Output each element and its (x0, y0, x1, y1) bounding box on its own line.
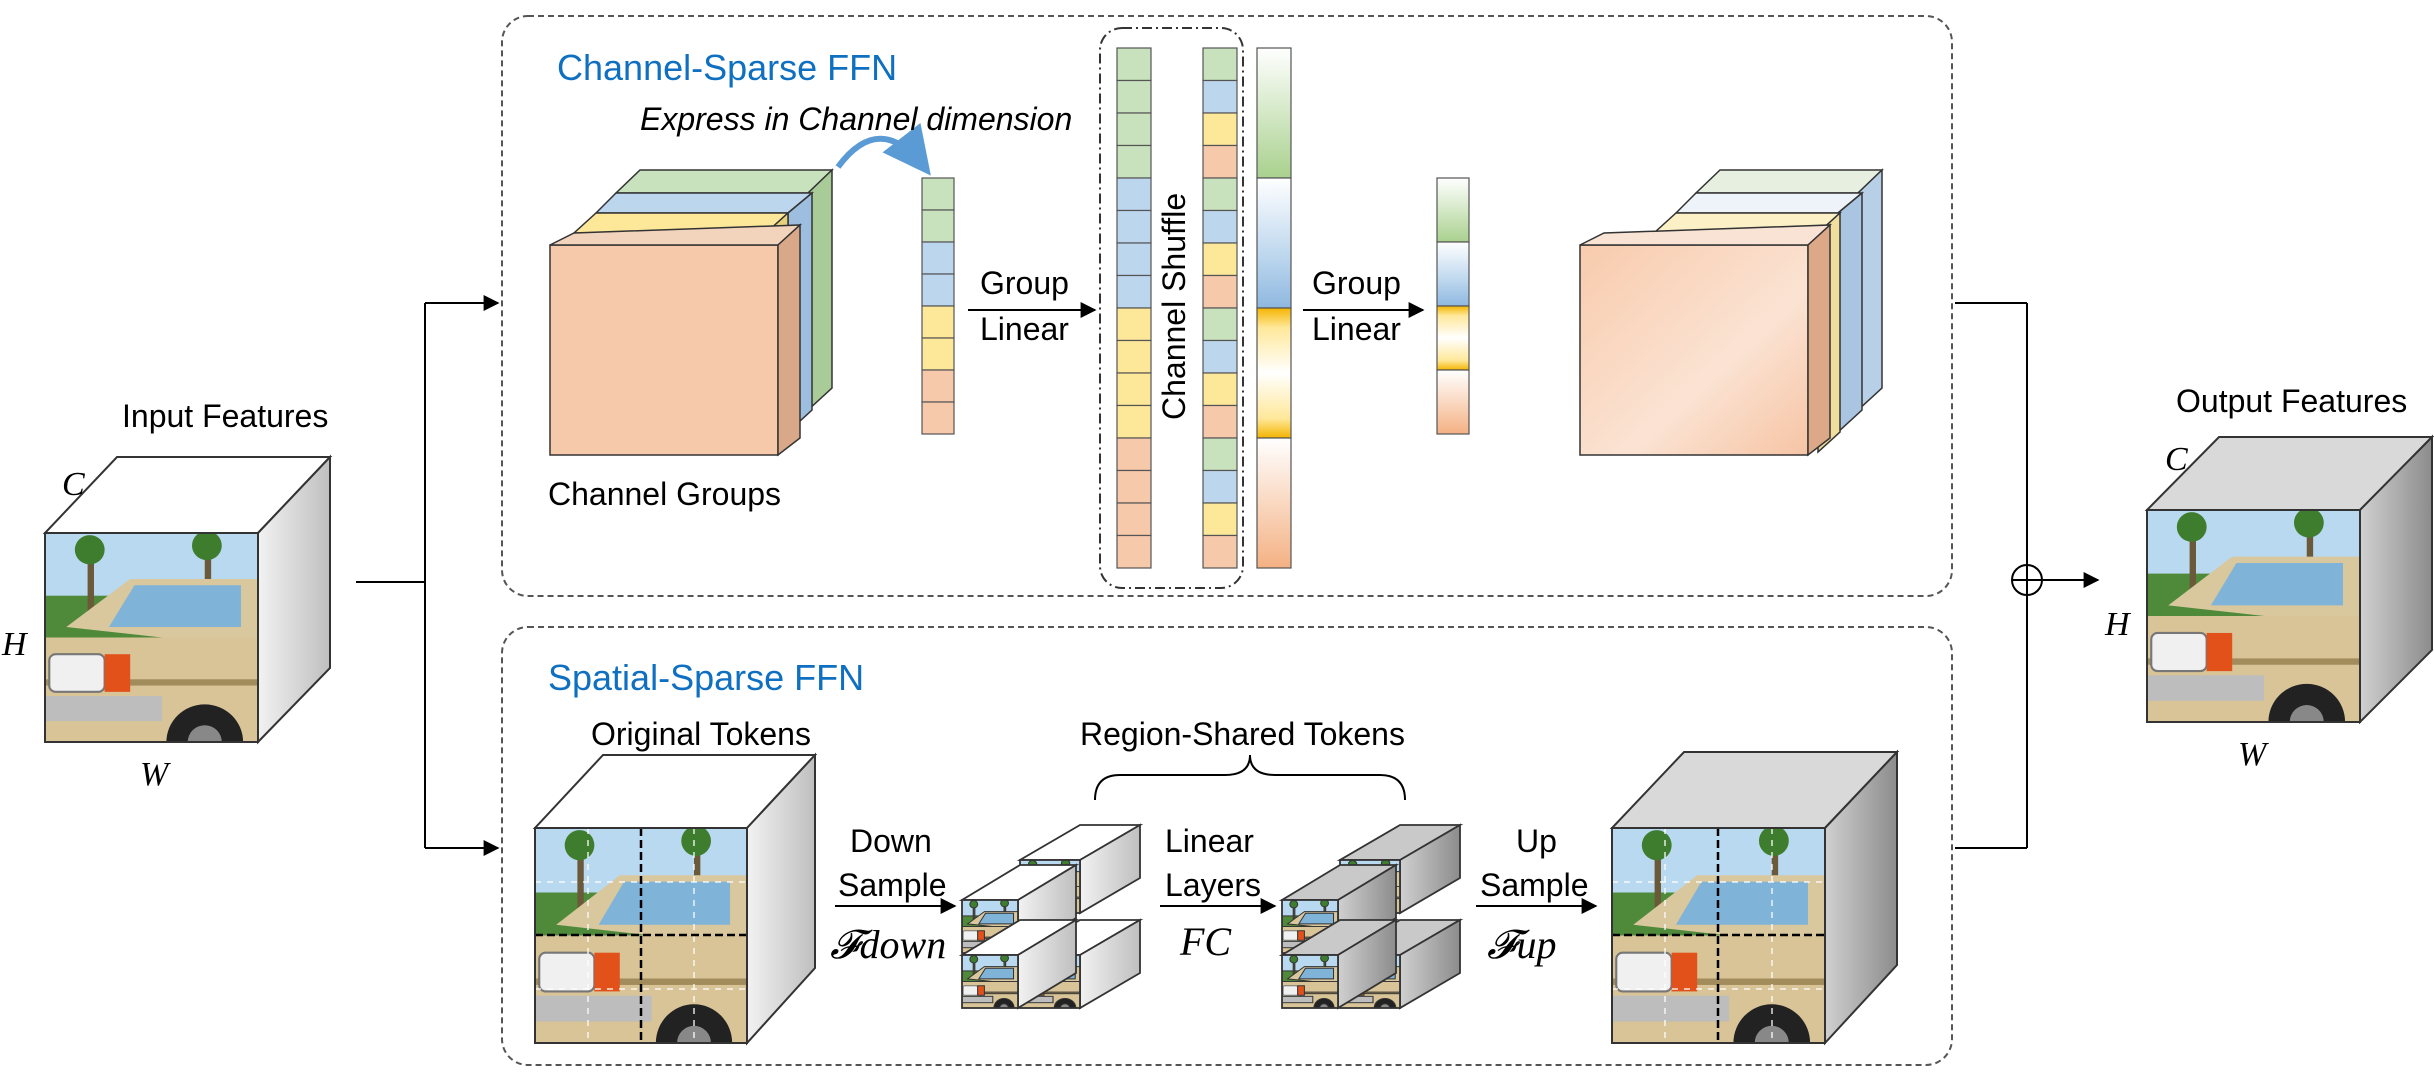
linear-layers-line2: Layers (1165, 867, 1261, 903)
express-caption: Express in Channel dimension (640, 101, 1072, 137)
group-linear-2-line2: Linear (1312, 311, 1401, 347)
token-column-output (1436, 177, 1470, 435)
output-w-label: W (2238, 736, 2269, 773)
fc-label: FC (1179, 919, 1232, 964)
region-shared-label: Region-Shared Tokens (1080, 716, 1405, 752)
region-brace (1094, 754, 1406, 801)
channel-groups-label: Channel Groups (548, 476, 781, 512)
group-linear-1-line2: Linear (980, 311, 1069, 347)
linear-layers-line1: Linear (1165, 823, 1254, 859)
input-w-label: W (140, 756, 171, 793)
spatial-panel-title: Spatial-Sparse FFN (548, 657, 864, 698)
input-split-connector (356, 295, 500, 856)
output-c-label: C (2165, 441, 2188, 478)
curved-arrow-icon (835, 122, 931, 176)
down-sample-line2: Sample (838, 867, 947, 903)
channel-output-cube (1579, 168, 1884, 457)
f-up-label: 𝓕up (1487, 922, 1557, 967)
channel-panel-frame (501, 15, 1953, 597)
output-features-label: Output Features (2176, 383, 2407, 419)
original-tokens-cube (532, 752, 818, 1046)
up-sample-line1: Up (1516, 823, 1557, 859)
token-column-shuffled-b (1202, 47, 1238, 569)
group-linear-2-line1: Group (1312, 265, 1401, 301)
spatial-output-cube (1609, 749, 1900, 1046)
spatial-panel-frame (501, 626, 1953, 1066)
input-c-label: C (62, 466, 85, 503)
merge-connector (1955, 302, 2100, 849)
output-features-cube (2144, 434, 2434, 725)
input-features-label: Input Features (122, 398, 328, 434)
group-linear-1-line1: Group (980, 265, 1069, 301)
f-down-label: 𝓕down (830, 922, 946, 967)
original-tokens-label: Original Tokens (591, 716, 811, 752)
circled-plus-icon (2011, 564, 2043, 596)
token-column-expanded-a (1116, 47, 1152, 569)
down-sample-line1: Down (850, 823, 932, 859)
channel-shuffle-box (1099, 27, 1244, 589)
up-sample-line2: Sample (1480, 867, 1589, 903)
token-column-gradient-c (1256, 47, 1292, 569)
channel-shuffle-label: Channel Shuffle (1156, 193, 1192, 420)
input-h-label: H (1, 626, 29, 663)
token-column-input (921, 177, 955, 435)
channel-panel-title: Channel-Sparse FFN (557, 47, 897, 88)
region-shared-tokens-grey (1278, 823, 1464, 1010)
channel-groups-cube (549, 168, 834, 457)
output-h-label: H (2104, 606, 2132, 643)
region-shared-tokens-white (958, 823, 1144, 1010)
input-features-cube (42, 454, 333, 745)
